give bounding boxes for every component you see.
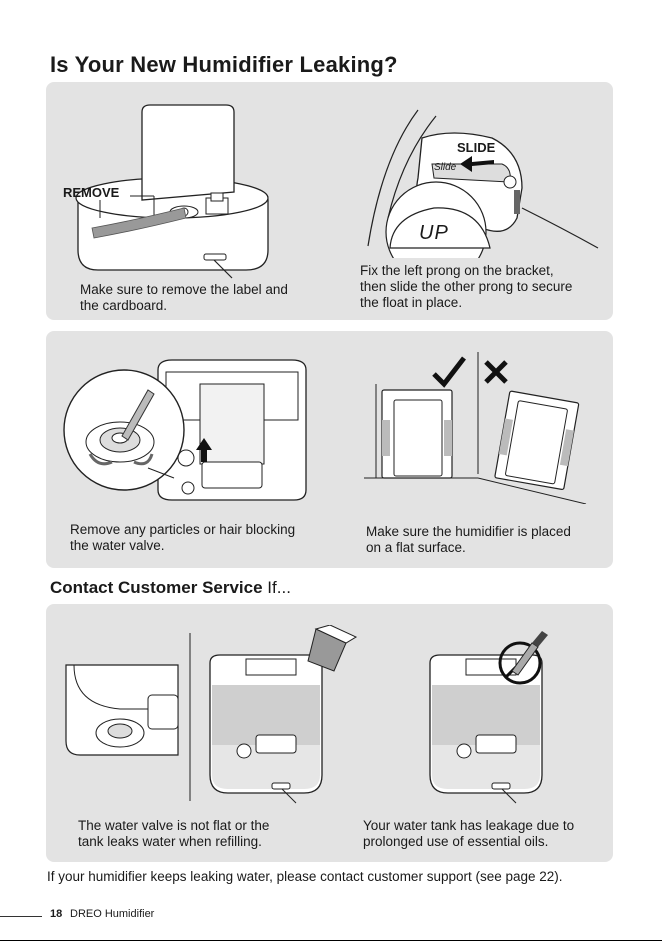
page-bottom-rule bbox=[0, 940, 662, 941]
illustration-clean-valve bbox=[62, 350, 312, 510]
illustration-essential-oils bbox=[420, 625, 590, 810]
caption-fix-prong: Fix the left prong on the bracket, then … bbox=[360, 263, 572, 311]
check-icon bbox=[434, 358, 464, 384]
caption-clean-valve: Remove any particles or hair blocking th… bbox=[70, 522, 295, 554]
caption-valve-not-flat: The water valve is not flat or the tank … bbox=[78, 818, 269, 850]
up-label: UP bbox=[419, 222, 449, 245]
brand-footer: DREO Humidifier bbox=[70, 908, 154, 920]
page-reference-link[interactable]: (see page 22). bbox=[475, 869, 562, 884]
page-number: 18 bbox=[50, 908, 62, 920]
illustration-valve-not-flat bbox=[60, 625, 360, 810]
page-title: Is Your New Humidifier Leaking? bbox=[50, 52, 398, 78]
illustration-slide-float bbox=[362, 98, 602, 258]
remove-callout-label: REMOVE bbox=[63, 185, 119, 200]
footer-rule bbox=[0, 916, 42, 917]
slide-label-big: SLIDE bbox=[457, 140, 495, 155]
support-footnote: If your humidifier keeps leaking water, … bbox=[47, 869, 563, 884]
contact-heading: Contact Customer Service If... bbox=[50, 578, 291, 598]
caption-remove-label: Make sure to remove the label and the ca… bbox=[80, 282, 288, 314]
caption-essential-oils: Your water tank has leakage due to prolo… bbox=[363, 818, 574, 850]
illustration-flat-surface bbox=[360, 344, 590, 504]
caption-flat-surface: Make sure the humidifier is placed on a … bbox=[366, 524, 571, 556]
slide-label-small: Slide bbox=[434, 162, 456, 173]
